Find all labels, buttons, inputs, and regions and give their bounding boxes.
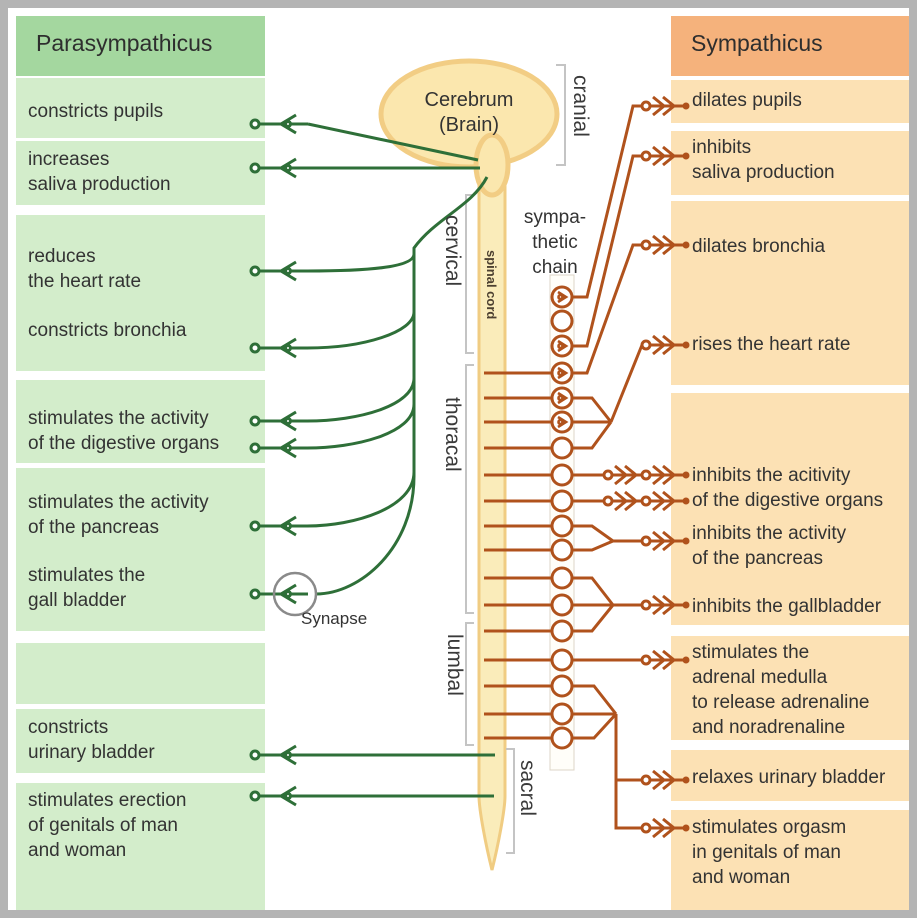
- right-item-label: relaxes urinary bladder: [692, 767, 886, 788]
- bracket-lumbal: [465, 622, 474, 746]
- right-item-label: dilates bronchia: [692, 236, 826, 257]
- right-item-label: stimulates the adrenal medulla to releas…: [692, 642, 870, 738]
- ganglion-synapse-chevron-icon: [557, 415, 569, 429]
- chain-ganglion-icon: [550, 463, 574, 487]
- synapse-terminal-icon: [640, 150, 652, 162]
- right-item-bg: [671, 393, 909, 625]
- right-item-label: inhibits the gallbladder: [692, 596, 882, 617]
- synapse-terminal-icon: [640, 239, 652, 251]
- sympathicus-title: Sympathicus: [691, 30, 823, 56]
- parasympathetic-pathways: [306, 122, 495, 798]
- left-item-label: stimulates the gall bladder: [28, 565, 146, 611]
- left-item-label: constricts urinary bladder: [28, 717, 155, 763]
- chain-ganglion-icon: [550, 309, 574, 333]
- synapse-terminal-icon: [640, 339, 652, 351]
- chain-ganglion-icon: [550, 489, 574, 513]
- synapse-terminal-icon: [640, 469, 652, 481]
- region-label-cranial: cranial: [569, 75, 592, 137]
- synapse-terminal-icon: [640, 535, 652, 547]
- right-item-label: inhibits saliva production: [692, 137, 835, 183]
- right-item-label: inhibits the activity of the pancreas: [692, 523, 847, 569]
- chain-ganglion-icon: [550, 619, 574, 643]
- chain-ganglion-icon: [550, 386, 574, 410]
- right-item-bg: [671, 131, 909, 195]
- sympathetic-chain-box: [549, 274, 575, 771]
- left-item-bg: [16, 783, 265, 910]
- chain-ganglion-icon: [550, 593, 574, 617]
- ganglion-synapse-chevron-icon: [557, 391, 569, 405]
- left-item-bg: [16, 78, 265, 138]
- sympathicus-header: Sympathicus: [671, 16, 909, 76]
- synapse-terminal-icon: [640, 100, 652, 112]
- left-item-bg: [16, 643, 265, 704]
- synapse-label: Synapse: [301, 609, 368, 628]
- left-item-bg: [16, 141, 265, 205]
- synapse-terminal-icon: [640, 654, 652, 666]
- right-item-bg: [671, 750, 909, 801]
- bracket-sacral: [506, 748, 515, 854]
- chain-ganglion-icon: [550, 285, 574, 309]
- right-item-bg: [671, 201, 909, 385]
- left-item-bg: [16, 709, 265, 773]
- ganglion-synapse-chevron-icon: [557, 366, 569, 380]
- left-item-label: stimulates the activity of the digestive…: [28, 408, 220, 454]
- synapse-terminal-icon: [640, 599, 652, 611]
- bracket-cervical: [465, 194, 474, 354]
- left-item-label: constricts bronchia: [28, 320, 187, 341]
- bracket-cranial: [556, 64, 566, 166]
- parasympathicus-title: Parasympathicus: [36, 30, 213, 56]
- left-item-label: increases saliva production: [28, 149, 171, 195]
- region-label-sacral: sacral: [516, 760, 539, 817]
- ganglion-synapse-chevron-icon: [557, 339, 569, 353]
- chain-ganglion-icon: [550, 410, 574, 434]
- chain-ganglion-icon: [550, 702, 574, 726]
- bracket-thoracal: [465, 364, 474, 614]
- region-label-thoracal: thoracal: [441, 397, 464, 472]
- mid-synapse-icon: [602, 495, 614, 507]
- cord-nerve-lines: [484, 371, 554, 740]
- right-item-label: inhibits the acitivity of the digestive …: [692, 465, 884, 511]
- left-item-label: reduces the heart rate: [28, 246, 142, 292]
- chain-ganglion-icon: [550, 566, 574, 590]
- mid-synapse-icon: [602, 469, 614, 481]
- right-item-label: rises the heart rate: [692, 334, 851, 355]
- right-item-bg: [671, 636, 909, 740]
- sympathetic-chain-ganglia: [550, 285, 574, 750]
- right-item-label: dilates pupils: [692, 90, 802, 111]
- synapse-terminal-icon: [640, 774, 652, 786]
- chain-ganglion-icon: [550, 514, 574, 538]
- left-item-bg: [16, 468, 265, 631]
- sympathetic-chain-label: sympa- thetic chain: [523, 207, 587, 278]
- left-item-bg: [16, 380, 265, 463]
- left-item-label: constricts pupils: [28, 101, 164, 122]
- chain-ganglion-icon: [550, 674, 574, 698]
- brainstem-shape: [473, 132, 511, 198]
- synapse-terminal-icon: [640, 822, 652, 834]
- chain-ganglion-icon: [550, 726, 574, 750]
- spinal-cord-label: spinal cord: [484, 250, 499, 320]
- parasympathicus-header: Parasympathicus: [16, 16, 265, 76]
- left-item-bg: [16, 215, 265, 371]
- chain-ganglion-icon: [550, 538, 574, 562]
- left-item-label: stimulates erection of genitals of man a…: [28, 790, 187, 861]
- region-label-cervical: cervical: [441, 215, 464, 287]
- right-item-bg: [671, 810, 909, 910]
- chain-ganglion-icon: [550, 436, 574, 460]
- chain-ganglion-icon: [550, 361, 574, 385]
- left-item-label: stimulates the activity of the pancreas: [28, 492, 209, 538]
- right-item-label: stimulates orgasm in genitals of man and…: [692, 817, 847, 888]
- synapse-terminal-icon: [640, 495, 652, 507]
- ganglion-synapse-chevron-icon: [557, 290, 569, 304]
- cerebrum-label: Cerebrum (Brain): [424, 89, 514, 136]
- chain-ganglion-icon: [550, 334, 574, 358]
- region-label-lumbal: lumbal: [443, 634, 466, 696]
- right-item-bg: [671, 80, 909, 123]
- chain-ganglion-icon: [550, 648, 574, 672]
